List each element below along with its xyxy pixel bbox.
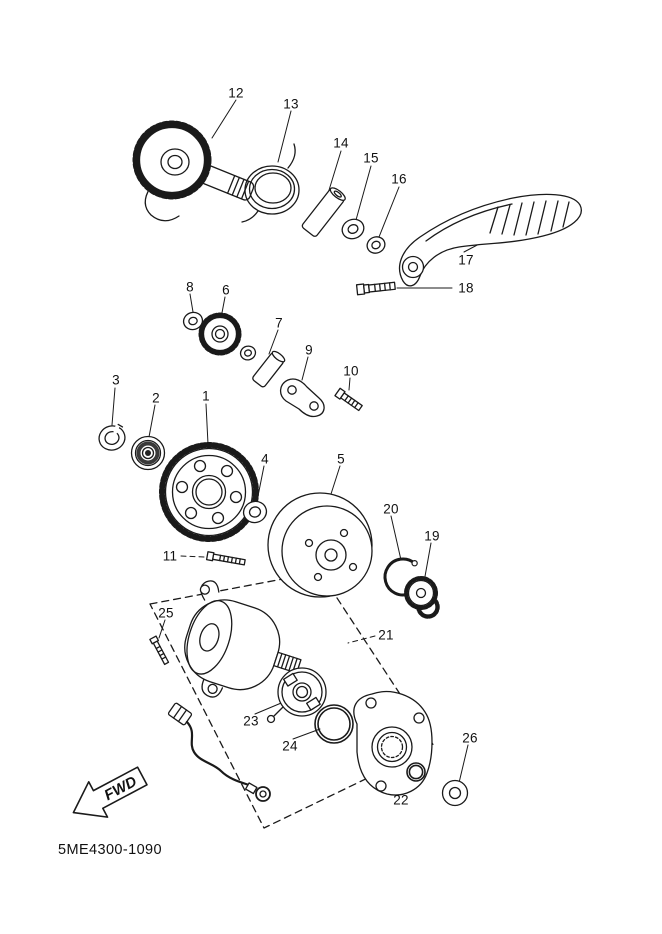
shaft-7 [252,350,286,388]
bolt-10 [334,387,363,412]
starter-motor-21 [184,580,302,698]
spacer-collar-14 [301,187,346,237]
washer-15 [341,218,365,240]
bearing-2 [130,435,166,471]
washer-8 [182,311,204,331]
washer-4 [242,500,268,524]
idle-gear-6 [198,312,242,356]
o-ring-22 [406,762,426,782]
kick-gear-shaft-12 [132,120,255,222]
bolt-18 [355,281,396,296]
o-ring-24 [314,704,354,744]
kick-spring-13 [241,143,300,223]
starter-assembly-outline [149,571,435,829]
kick-lever-17 [398,193,582,287]
diagram-code: 5ME4300-1090 [58,842,162,858]
washer-26 [441,779,469,807]
pawl-lever-9 [279,378,325,418]
circlip-16 [366,236,386,254]
wire-harness [167,702,271,802]
idler-gear-19 [404,576,440,619]
starter-wheel-gear-1 [159,442,259,542]
spring-washer-3 [98,423,126,451]
thrust-washer [239,345,257,361]
starter-clutch-5 [267,492,373,598]
bolt-11 [205,551,246,566]
fwd-arrow: FWD [72,766,148,818]
brush-plate-23 [266,667,327,724]
bolt-25 [149,635,170,666]
